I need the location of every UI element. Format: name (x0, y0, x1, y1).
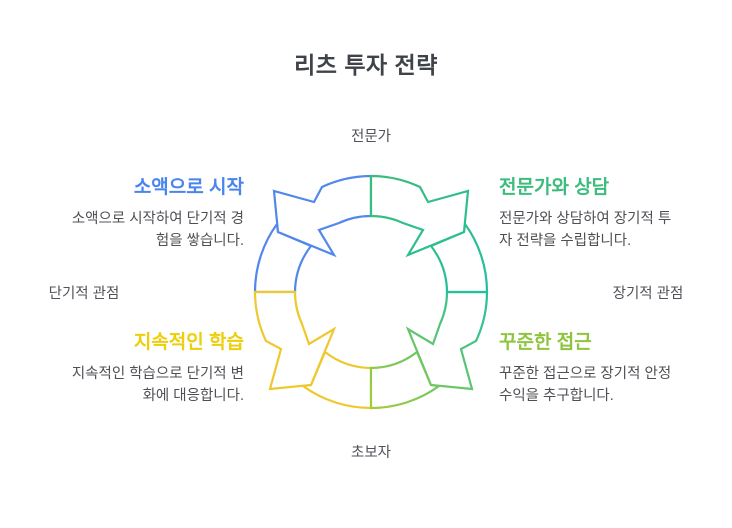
quadrant-body-continuous-learning: 지속적인 학습으로 단기적 변 화에 대응합니다. (71, 366, 244, 404)
cycle-arrow-top-left (253, 174, 373, 294)
quadrant-body-steady-approach: 꾸준한 접근으로 장기적 안정 수익을 추구합니다. (499, 366, 672, 404)
cycle-diagram (221, 142, 521, 442)
cycle-arrows-graphic (253, 174, 489, 410)
quadrant-block-steady-approach: 꾸준한 접근 꾸준한 접근으로 장기적 안정 수익을 추구합니다. (499, 331, 713, 407)
quadrant-heading-steady-approach: 꾸준한 접근 (499, 332, 592, 353)
cycle-arrow-bottom-left (253, 290, 373, 410)
axis-label-right: 장기적 관점 (612, 286, 684, 302)
quadrant-body-consult-expert: 전문가와 상담하여 장기적 투 자 전략을 수립합니다. (499, 211, 672, 249)
axis-label-left: 단기적 관점 (48, 286, 120, 302)
axis-label-bottom: 초보자 (350, 445, 392, 461)
cycle-arrow-top-right (369, 174, 489, 294)
quadrant-heading-continuous-learning: 지속적인 학습 (133, 332, 244, 353)
page-title: 리츠 투자 전략 (294, 52, 438, 78)
quadrant-heading-consult-expert: 전문가와 상담 (499, 177, 610, 198)
quadrant-body-start-small: 소액으로 시작하여 단기적 경 험을 쌓습니다. (71, 211, 244, 249)
cycle-arrow-bottom-right (369, 290, 489, 410)
quadrant-block-consult-expert: 전문가와 상담 전문가와 상담하여 장기적 투 자 전략을 수립합니다. (499, 176, 713, 252)
quadrant-heading-start-small: 소액으로 시작 (133, 177, 244, 198)
quadrant-block-start-small: 소액으로 시작 소액으로 시작하여 단기적 경 험을 쌓습니다. (30, 176, 244, 252)
quadrant-block-continuous-learning: 지속적인 학습 지속적인 학습으로 단기적 변 화에 대응합니다. (30, 331, 244, 407)
axis-label-top: 전문가 (350, 129, 392, 145)
